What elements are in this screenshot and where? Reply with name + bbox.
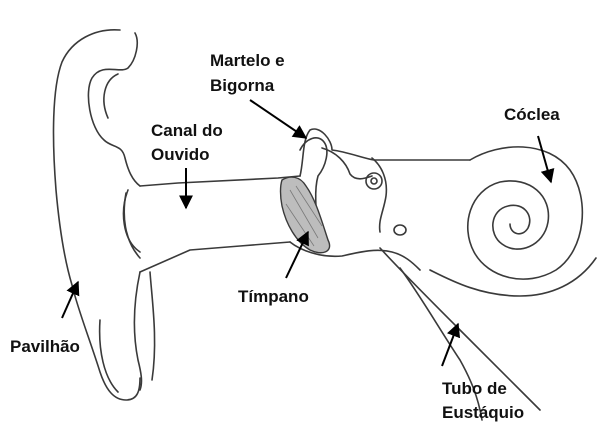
malleus xyxy=(299,137,328,229)
helix-fold xyxy=(87,32,141,187)
ear-lobe xyxy=(98,319,119,393)
eardrum xyxy=(279,176,331,254)
round-window xyxy=(393,224,407,236)
ear-canal-bottom xyxy=(139,241,291,273)
arrow-martelo xyxy=(249,99,308,139)
arrow-timpano xyxy=(285,230,309,279)
cochlea-spiral xyxy=(466,146,584,280)
vestibule xyxy=(371,157,388,233)
label-coclea: Cóclea xyxy=(504,105,560,124)
concha xyxy=(122,189,141,253)
pinna-outline xyxy=(52,29,141,401)
middle-ear-top xyxy=(299,128,471,177)
label-martelo-line1: Martelo e xyxy=(210,51,285,70)
lower-skin xyxy=(149,271,156,381)
eustachian-lower xyxy=(399,267,483,421)
ear-canal-top xyxy=(139,175,301,187)
label-pavilhao: Pavilhão xyxy=(10,337,80,356)
stapes-ring xyxy=(365,172,383,190)
label-martelo-line2: Bigorna xyxy=(210,76,275,95)
arrow-pavilhao xyxy=(61,280,80,319)
label-tubo-line1: Tubo de xyxy=(442,379,507,398)
inner-lobe-line xyxy=(133,271,143,391)
label-canal-line2: Ouvido xyxy=(151,145,210,164)
middle-ear-floor xyxy=(289,241,421,271)
ear-canal-mouth xyxy=(123,192,141,259)
label-canal-line1: Canal do xyxy=(151,121,223,140)
label-timpano: Tímpano xyxy=(238,287,309,306)
cochlea-base xyxy=(429,257,597,297)
antihelix xyxy=(103,73,119,119)
arrow-coclea xyxy=(537,135,555,184)
arrow-tubo xyxy=(441,322,461,367)
label-tubo-line2: Eustáquio xyxy=(442,403,525,422)
